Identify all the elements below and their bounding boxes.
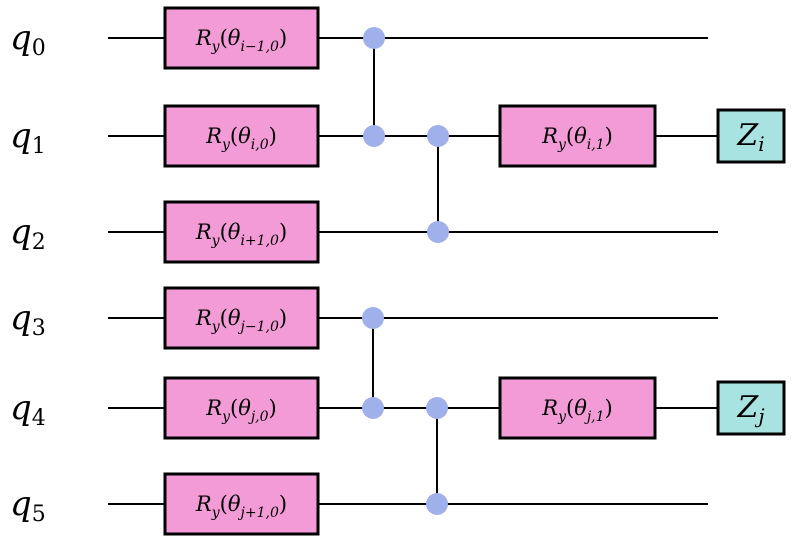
gate-label: Ry(θi,1) [541, 124, 613, 153]
ry-gate-layer0-q5: Ry(θj+1,0) [163, 472, 320, 536]
qubit-labels-layer: q0 q1 q2 q3 q4 q5 [10, 18, 46, 527]
qubit-label-2: q2 [10, 212, 46, 255]
ry-gate-layer0-q1: Ry(θi,0) [163, 104, 320, 168]
cz-control-dot [362, 397, 384, 419]
ry-gate-layer0-q0: Ry(θi−1,0) [163, 6, 320, 70]
cz-control-dot [426, 397, 448, 419]
gate-label: Ry(θi+1,0) [195, 220, 287, 249]
qubit-label-1: q1 [10, 116, 46, 159]
ry-gate-layer0-q2: Ry(θi+1,0) [163, 200, 320, 264]
ry-gate-layer1-q4: Ry(θj,1) [498, 376, 657, 440]
cz-control-dot [427, 221, 449, 243]
cz-control-dot [427, 125, 449, 147]
cz-control-dot [363, 27, 385, 49]
ry-gate-layer0-q4: Ry(θj,0) [163, 376, 320, 440]
qubit-label-4: q4 [10, 388, 46, 431]
qubit-label-5: q5 [10, 484, 46, 527]
measurement-label: Zi [736, 118, 764, 156]
gate-label: Ry(θj−1,0) [195, 306, 287, 335]
gate-label: Ry(θj,1) [541, 396, 613, 425]
ry-gate-layer1-q1: Ry(θi,1) [498, 104, 657, 168]
gates-layer: Ry(θi−1,0) Ry(θi,0) Ry(θi+1,0) Ry(θj−1,0) Ry… [163, 6, 786, 536]
gate-label: Ry(θi−1,0) [195, 26, 287, 55]
gate-label: Ry(θj,0) [205, 396, 277, 425]
qubit-label-3: q3 [10, 298, 46, 341]
cz-control-dot [363, 125, 385, 147]
z-measurement-q4: Zj [716, 380, 786, 436]
controlled-z-layer [362, 27, 449, 515]
z-measurement-q1: Zi [716, 108, 786, 164]
gate-label: Ry(θj+1,0) [195, 492, 287, 521]
gate-label: Ry(θi,0) [205, 124, 277, 153]
measurement-label: Zj [736, 390, 764, 428]
qubit-label-0: q0 [10, 18, 46, 61]
cz-control-dot [426, 493, 448, 515]
ry-gate-layer0-q3: Ry(θj−1,0) [163, 286, 320, 350]
cz-control-dot [362, 307, 384, 329]
